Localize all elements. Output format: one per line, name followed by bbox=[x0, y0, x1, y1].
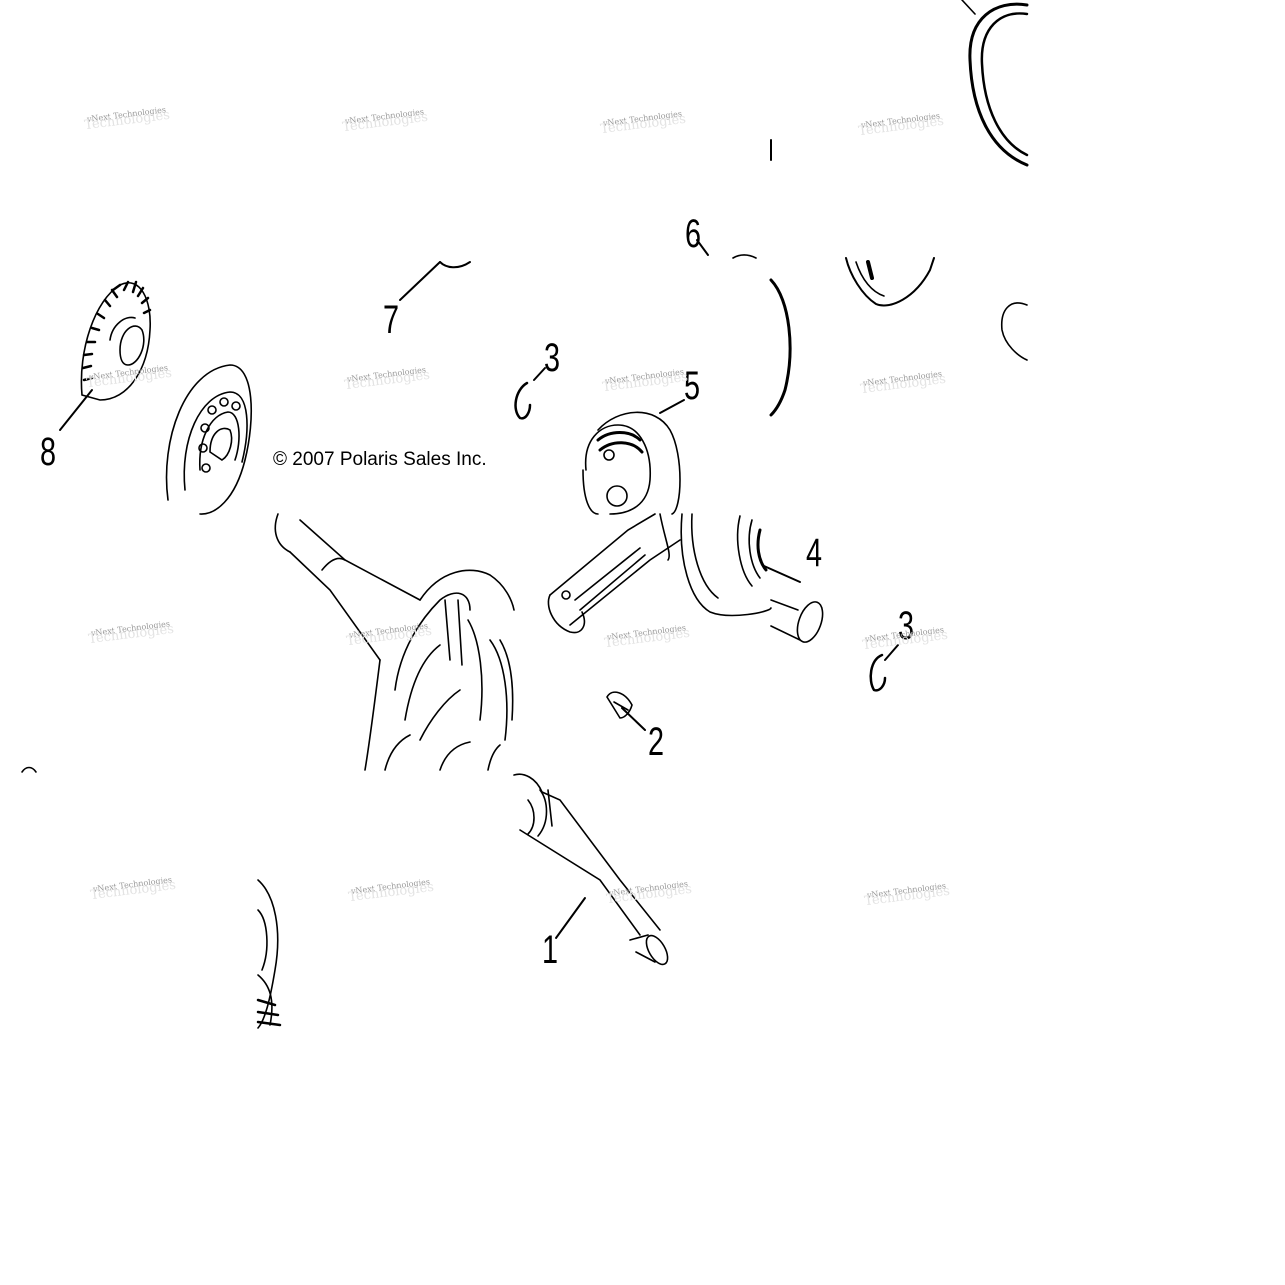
callout-5: 5 bbox=[684, 364, 701, 408]
callout-4: 4 bbox=[806, 531, 823, 575]
crank-web-part bbox=[680, 513, 772, 617]
callout-8: 8 bbox=[40, 430, 57, 474]
connecting-rod-part bbox=[547, 411, 681, 634]
ball-bearing-part bbox=[165, 364, 253, 515]
woodruff-key-part bbox=[606, 691, 633, 719]
crank-pin-part bbox=[770, 599, 824, 643]
drive-gear-part bbox=[80, 280, 152, 401]
circlip-part bbox=[514, 381, 887, 692]
callout-1: 1 bbox=[542, 928, 559, 972]
callout-2: 2 bbox=[648, 720, 665, 764]
callout-7: 7 bbox=[383, 298, 400, 342]
crankshaft-shaft-part bbox=[513, 773, 669, 966]
callout-3-lower: 3 bbox=[898, 604, 915, 648]
callout-3-upper: 3 bbox=[544, 336, 561, 380]
copyright-notice: © 2007 Polaris Sales Inc. bbox=[273, 449, 487, 470]
seal-ring-part bbox=[732, 254, 1028, 417]
crankshaft-part bbox=[274, 513, 515, 771]
large-ring-part bbox=[770, 0, 1029, 167]
callout-leaders bbox=[59, 239, 899, 939]
callout-6: 6 bbox=[685, 212, 702, 256]
gear-fragment-part bbox=[21, 766, 282, 1029]
